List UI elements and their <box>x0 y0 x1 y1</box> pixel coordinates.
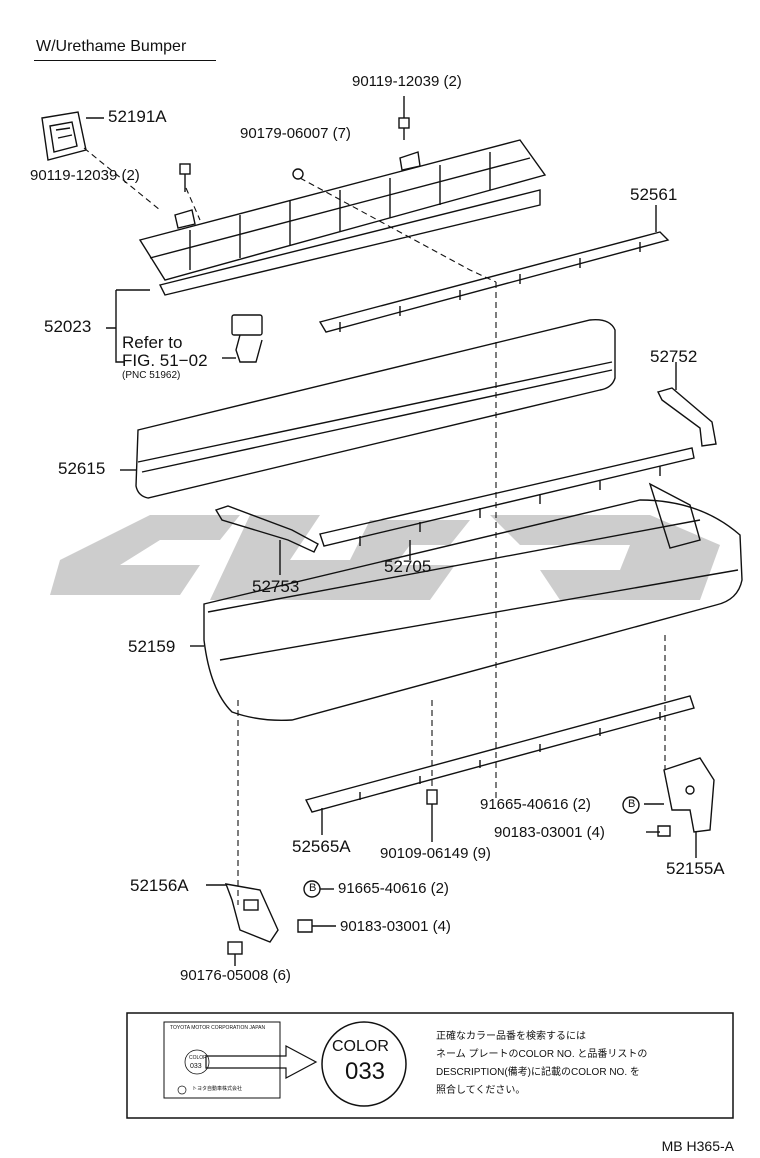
label-90183-right: 90183-03001 (4) <box>494 824 605 841</box>
part-52753-side <box>214 505 319 553</box>
label-52191A: 52191A <box>108 107 167 126</box>
bolt-90109 <box>426 789 438 842</box>
label-52565A: 52565A <box>292 837 351 856</box>
leader-52023 <box>106 289 150 363</box>
color-label: COLOR <box>332 1038 389 1055</box>
arrow-to-color <box>205 1045 318 1079</box>
note-line-2: ネーム プレートのCOLOR NO. と品番リストの <box>436 1049 648 1060</box>
tag-small-circle <box>177 1085 187 1095</box>
marker-b-left: B <box>309 882 317 894</box>
label-52705: 52705 <box>384 557 432 576</box>
tag-color-circle <box>184 1049 210 1075</box>
diagram-title: W/Urethame Bumper <box>36 38 187 55</box>
title-underline <box>34 60 216 61</box>
label-91665-left: 91665-40616 (2) <box>338 880 449 897</box>
marker-b-left-circle <box>303 880 321 898</box>
label-52023: 52023 <box>44 317 92 336</box>
note-line-3: DESCRIPTION(備考)に記載のCOLOR NO. を <box>436 1067 640 1078</box>
clip-90183-right <box>657 825 671 837</box>
name-plate-tag <box>163 1021 281 1099</box>
bolt-90119-left <box>179 163 191 192</box>
label-90176: 90176-05008 (6) <box>180 967 291 984</box>
dashed-guides <box>83 147 666 905</box>
label-52615: 52615 <box>58 459 106 478</box>
part-52023-reinforcement <box>138 139 547 296</box>
label-90119-top: 90119-12039 (2) <box>352 73 462 90</box>
note-line-1: 正確なカラー品番を検索するには <box>436 1031 586 1042</box>
tag-color-label: COLOR <box>189 1055 207 1061</box>
tag-footer: トヨタ自動車株式会社 <box>192 1086 243 1092</box>
part-52561-strip <box>318 231 670 333</box>
part-52191A-plate <box>41 111 87 161</box>
part-52159-bumper <box>203 482 743 722</box>
part-52615-cover <box>135 319 616 499</box>
figure-code: MB H365-A <box>661 1138 734 1154</box>
label-90183-left: 90183-03001 (4) <box>340 918 451 935</box>
part-52156A-bracket <box>224 883 279 943</box>
nut-90179 <box>292 168 304 180</box>
part-52565A-strip <box>304 695 695 813</box>
color-code-circle <box>321 1021 407 1107</box>
note-line-4: 照合してください。 <box>436 1085 526 1096</box>
label-91665-right: 91665-40616 (2) <box>480 796 591 813</box>
label-90179: 90179-06007 (7) <box>240 125 351 142</box>
part-52705-strip <box>319 447 695 547</box>
marker-b-right-circle <box>622 796 640 814</box>
color-code: 033 <box>344 1058 386 1085</box>
label-90119-left: 90119-12039 (2) <box>30 167 140 184</box>
marker-b-right: B <box>628 798 636 810</box>
part-52752-side <box>656 387 717 447</box>
label-90109: 90109-06149 (9) <box>380 845 491 862</box>
tag-color-code: 033 <box>190 1063 202 1070</box>
label-refer-to: Refer to <box>122 333 183 352</box>
label-52752: 52752 <box>650 347 698 366</box>
connector-fig51-02 <box>222 314 263 363</box>
watermark-logo <box>50 515 720 600</box>
label-52156A: 52156A <box>130 876 189 895</box>
nut-90176 <box>227 941 243 966</box>
label-52159: 52159 <box>128 637 176 656</box>
bolt-90119-top <box>398 96 410 140</box>
label-pnc-51962: (PNC 51962) <box>122 370 181 381</box>
tag-header: TOYOTA MOTOR CORPORATION JAPAN <box>170 1025 266 1031</box>
label-52155A: 52155A <box>666 859 725 878</box>
label-52753: 52753 <box>252 577 300 596</box>
label-52561: 52561 <box>630 185 678 204</box>
clip-90183-left <box>297 919 313 933</box>
label-fig-51-02: FIG. 51−02 <box>122 351 208 370</box>
color-note-box <box>126 1012 734 1119</box>
part-52155A-bracket <box>663 757 715 833</box>
